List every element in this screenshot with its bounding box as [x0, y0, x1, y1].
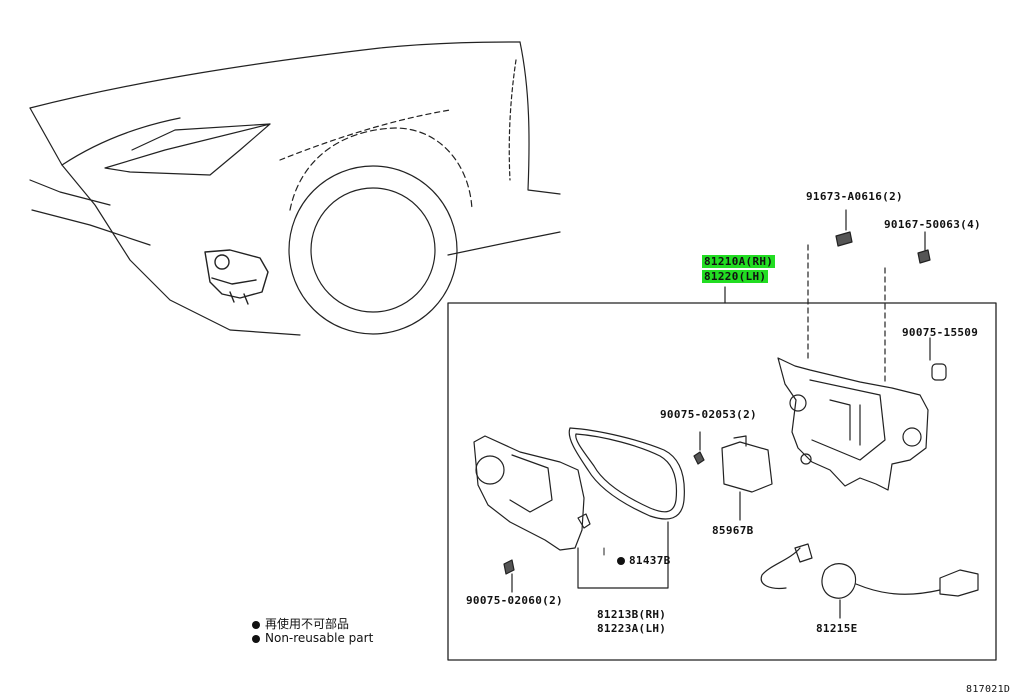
callout-gasket-text: 81437B [629, 554, 671, 567]
screw-mid [693, 431, 705, 465]
housing-bracket [777, 357, 929, 491]
callout-lens-lh[interactable]: 81223A(LH) [597, 622, 667, 635]
legend-dot-icon [252, 634, 260, 643]
screw-right [917, 231, 931, 264]
figure-code: 817021D [966, 684, 1011, 695]
legend-line-en: Non-reusable part [252, 631, 373, 645]
legend-en-text: Non-reusable part [265, 631, 374, 645]
callout-screw-right[interactable]: 90167-50063(4) [884, 218, 981, 231]
assembly-part-lh-label[interactable]: 81220(LH) [702, 270, 769, 283]
callout-screw-mid[interactable]: 90075-02053(2) [660, 408, 757, 421]
legend-line-jp: 再使用不可部品 [252, 615, 349, 632]
wire-harness [760, 543, 979, 619]
installed-fog-lamp [204, 249, 269, 305]
callout-screw-top[interactable]: 91673-A0616(2) [806, 190, 903, 203]
screw-low [503, 559, 515, 593]
socket-part [721, 435, 773, 521]
callout-gasket[interactable]: 81437B [617, 554, 671, 567]
non-reusable-dot-icon [617, 557, 625, 565]
assembly-part-rh-label[interactable]: 81210A(RH) [702, 255, 776, 268]
grommet-part [929, 337, 947, 381]
assembly-part-lh-text: 81220(LH) [702, 270, 769, 283]
wheel-outline [288, 127, 473, 335]
assembly-frame [447, 302, 997, 661]
lens-housing [473, 435, 669, 589]
screw-top [835, 209, 853, 247]
callout-socket[interactable]: 85967B [712, 524, 754, 537]
callout-wire[interactable]: 81215E [816, 622, 858, 635]
gasket-ring [568, 427, 685, 520]
callout-screw-low[interactable]: 90075-02060(2) [466, 594, 563, 607]
legend-jp-text: 再使用不可部品 [265, 617, 350, 631]
callout-lens-rh[interactable]: 81213B(RH) [597, 608, 667, 621]
callout-grommet[interactable]: 90075-15509 [902, 326, 979, 339]
assembly-part-rh-text: 81210A(RH) [702, 255, 776, 268]
legend-dot-icon [252, 620, 260, 629]
car-body-outline [29, 41, 561, 336]
